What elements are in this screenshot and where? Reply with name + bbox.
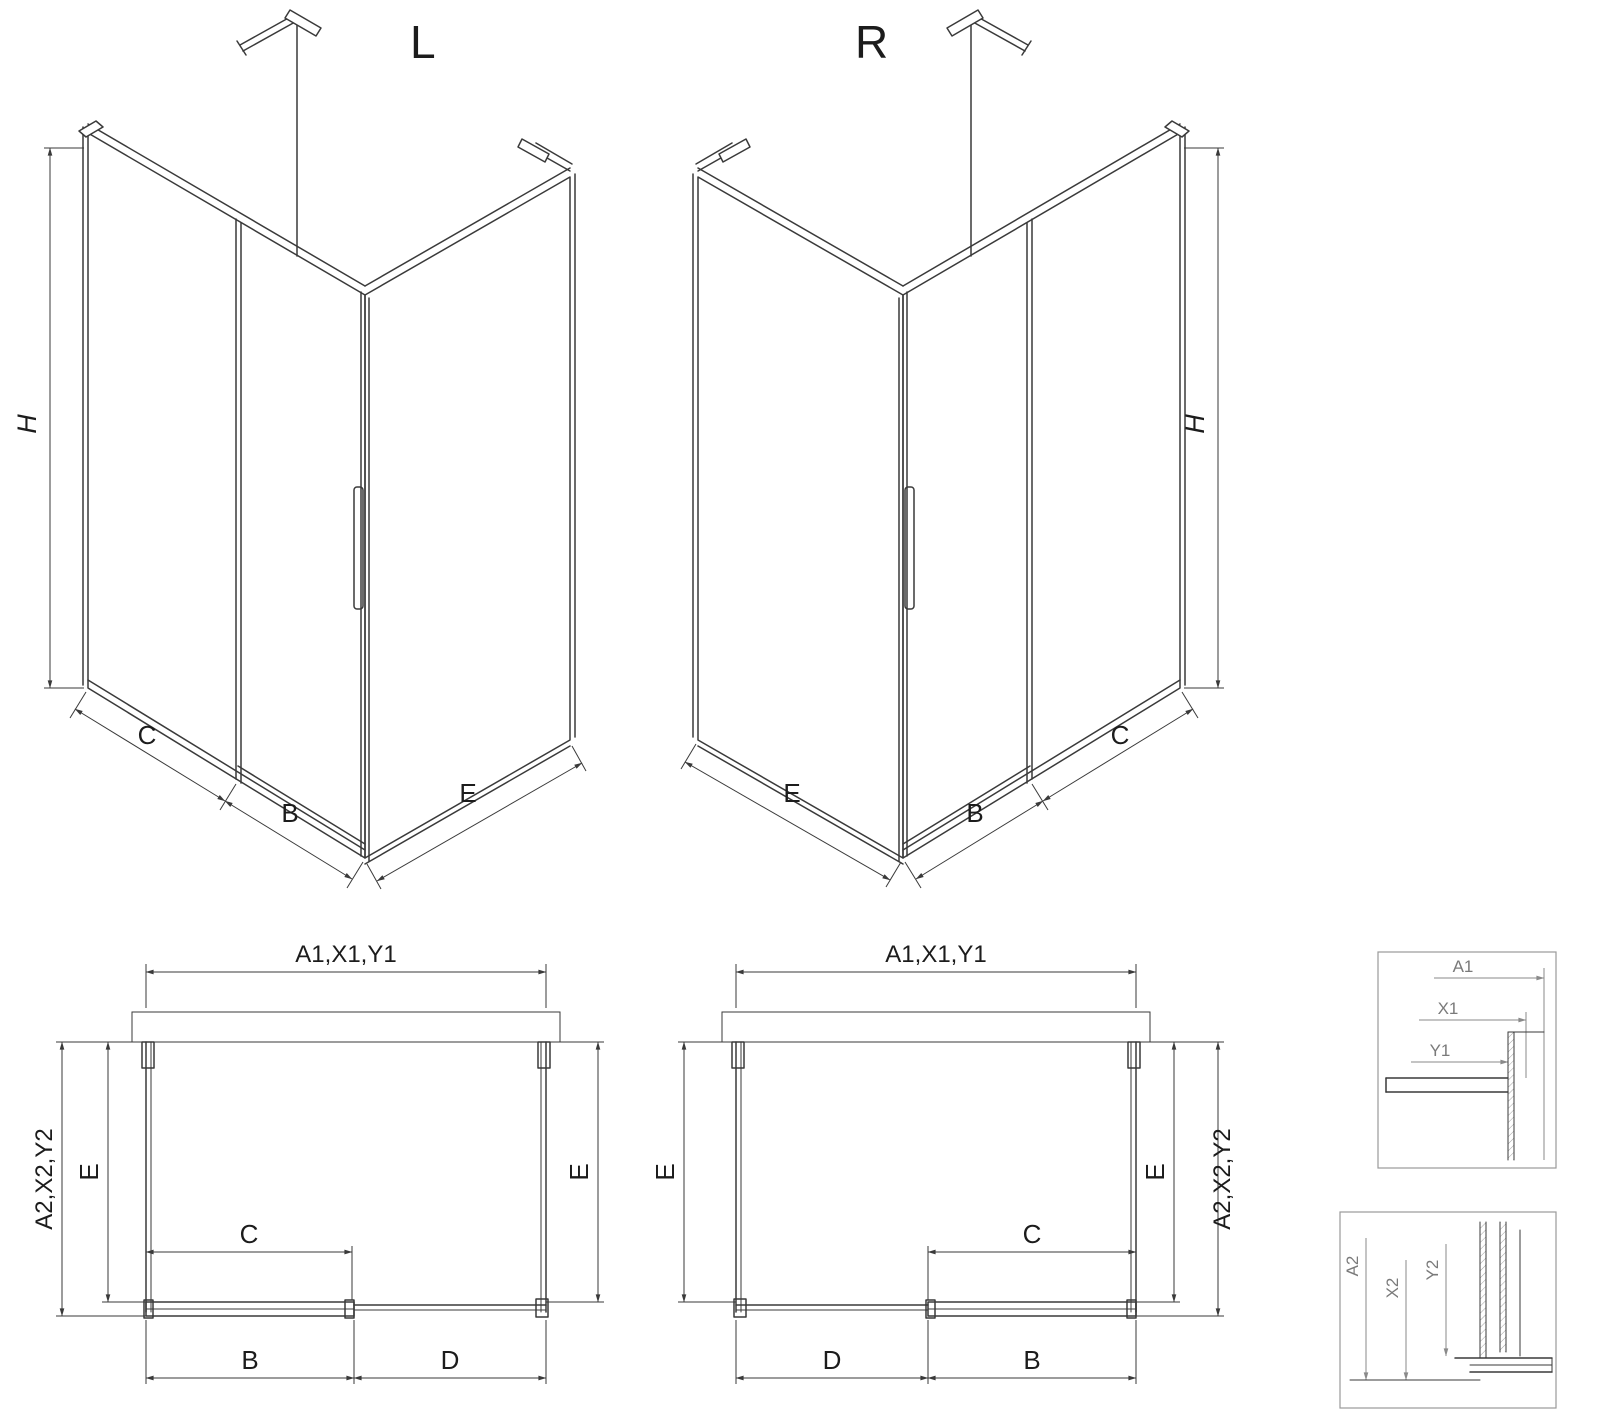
dim-h-left [44,147,84,689]
enclosure-right-plan [731,1041,1141,1319]
detail-top-frame [1377,951,1557,1169]
dim-door-right-plan-label: B [1023,1345,1040,1375]
dim-e-left-label: E [459,778,476,808]
dim-depth-inner-left-plan-label: E [74,1163,104,1180]
dim-depth-inner-right-plan-label: E [1140,1163,1170,1180]
ceiling-bracket-left [236,9,322,257]
plan-view-right: A1,X1,Y1 E E A2,X2,Y2 C [650,941,1236,1384]
detail-bottom-profile: A2 X2 Y2 [1339,1211,1557,1409]
corner-post-right-view [898,291,908,862]
dim-e-right [680,743,902,888]
dim-depth-right-left-plan-label: E [564,1163,594,1180]
detail-a1-label: A1 [1453,957,1474,976]
dim-bottom-right-plan [735,1320,1137,1384]
wall-bracket-right-view [695,138,751,172]
dim-e-right-label: E [783,778,800,808]
dim-h-right-label: H [1180,414,1210,434]
detail-a2-label: A2 [1343,1256,1362,1277]
dim-depth-right-left-plan [546,1041,604,1303]
door-handle-right-view [904,486,915,610]
dim-depth-left-right-plan [678,1041,736,1303]
dim-fixed-left-plan-label: D [441,1345,460,1375]
dim-opening-right-plan [927,1246,1137,1300]
detail-y1-label: Y1 [1430,1041,1451,1060]
front-panel-left-view [78,120,366,859]
wall-section-left-plan [131,1011,561,1043]
iso-right-title: R [855,16,888,68]
dim-depth-outer-right-plan-label: A2,X2,Y2 [1209,1128,1236,1229]
wall-section-right-plan [721,1011,1151,1043]
dim-depth-outer-right-plan [1136,1041,1224,1317]
iso-view-right: R [680,9,1224,889]
dim-h-left-label: H [12,414,42,434]
dim-bottom-left-plan [145,1320,547,1384]
dim-width-left-plan [145,964,547,1008]
dim-cb-left [69,691,364,889]
side-panel-left-view [364,167,576,865]
detail-top-section [1385,1031,1545,1161]
detail-top-profile: A1 X1 Y1 [1377,951,1557,1169]
dim-e-left [366,745,587,890]
dim-opening-left-plan-label: C [240,1219,259,1249]
corner-post-left-view [360,291,370,862]
dim-c-left-label: C [138,720,157,750]
dim-width-left-plan-label: A1,X1,Y1 [295,941,396,968]
dim-depth-inner-right-plan [1136,1041,1180,1303]
enclosure-left-plan [141,1041,551,1319]
detail-top-dims [1411,968,1545,1160]
door-handle-left-view [353,486,364,610]
iso-view-left: L [12,9,587,890]
iso-left-title: L [410,16,436,68]
dim-bc-right [904,691,1199,889]
dim-c-right-label: C [1111,720,1130,750]
dim-opening-right-plan-label: C [1023,1219,1042,1249]
detail-y2-label: Y2 [1423,1260,1442,1281]
dim-b-left-label: B [281,798,298,828]
wall-bracket-left-view [517,138,573,172]
plan-view-left: A1,X1,Y1 A2,X2,Y2 E E C [31,941,604,1384]
detail-x2-label: X2 [1383,1278,1402,1299]
detail-bottom-dims [1363,1238,1449,1381]
ceiling-bracket-right [946,9,1032,257]
dim-b-right-label: B [966,798,983,828]
dim-door-left-plan-label: B [241,1345,258,1375]
dim-opening-left-plan [145,1246,353,1300]
dim-width-right-plan [735,964,1137,1008]
detail-bottom-section [1349,1221,1553,1381]
front-panel-right-view [902,120,1190,859]
dim-depth-outer-left-plan-label: A2,X2,Y2 [31,1128,58,1229]
dim-fixed-right-plan-label: D [823,1345,842,1375]
dim-depth-left-right-plan-label: E [650,1163,680,1180]
side-panel-right-view [692,167,904,865]
dim-width-right-plan-label: A1,X1,Y1 [885,941,986,968]
detail-bottom-frame [1339,1211,1557,1409]
dim-depth-outer-left-plan [56,1041,146,1317]
dim-depth-inner-left-plan [102,1041,146,1303]
detail-x1-label: X1 [1438,999,1459,1018]
dim-h-right [1184,147,1224,689]
